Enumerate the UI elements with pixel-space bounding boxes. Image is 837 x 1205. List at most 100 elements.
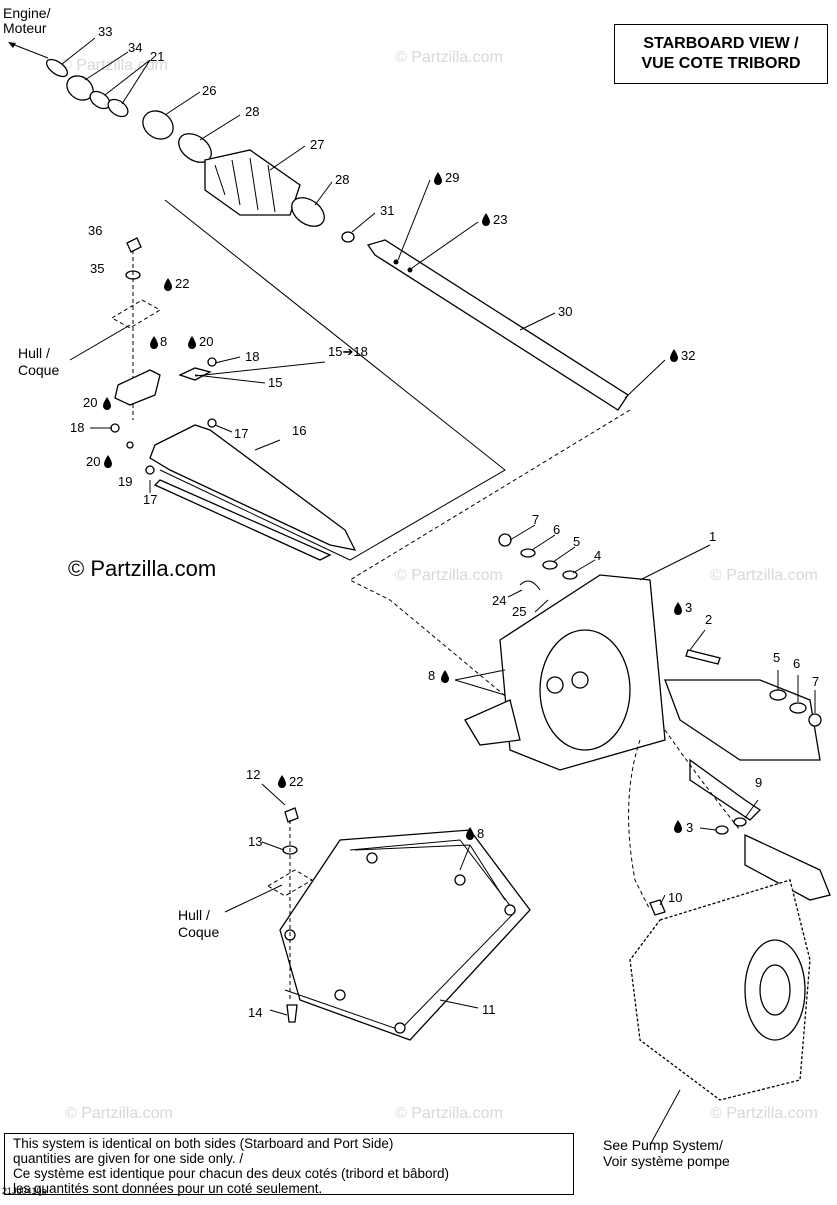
part-1-housing <box>454 524 822 821</box>
drive-shaft-assembly <box>45 58 629 411</box>
callout: 26 <box>202 83 216 98</box>
callout: 3 <box>685 600 692 615</box>
leader-lines <box>61 37 666 399</box>
callout: 15 <box>268 375 282 390</box>
part-bracket <box>114 369 161 406</box>
callout: 30 <box>558 304 572 319</box>
part-31-spacer <box>341 231 355 243</box>
callout: 14 <box>248 1005 262 1020</box>
watermarks: © Partzilla.com © Partzilla.com © Partzi… <box>60 49 818 1122</box>
part-5-washer <box>542 560 558 570</box>
callout: 2 <box>705 612 712 627</box>
callout: 23 <box>493 212 507 227</box>
callout: 5 <box>773 650 780 665</box>
part-3-washer <box>715 825 729 835</box>
bracket-assembly <box>69 199 506 561</box>
part-6-washer <box>789 702 807 714</box>
callout: 1 <box>709 529 716 544</box>
callout: 8 <box>477 826 484 841</box>
part-16-rail <box>149 424 357 551</box>
callout: 12 <box>246 767 260 782</box>
view-title-box: STARBOARD VIEW / VUE COTE TRIBORD <box>614 24 828 84</box>
callout: 19 <box>118 474 132 489</box>
callout: 22 <box>175 276 189 291</box>
callout: 25 <box>512 604 526 619</box>
watermark-text: © Partzilla.com <box>60 57 168 74</box>
callout: 7 <box>532 512 539 527</box>
part-24-clip <box>519 580 541 591</box>
callout: 18 <box>245 349 259 364</box>
connection-line <box>348 409 631 701</box>
hull-label-lower-line1: Hull / <box>178 907 210 923</box>
copyright-text: © Partzilla.com <box>68 556 217 581</box>
part-5-washer <box>769 689 787 701</box>
note-line: This system is identical on both sides (… <box>13 1136 394 1151</box>
part-33-circlip <box>45 58 69 78</box>
callout: 24 <box>492 593 506 608</box>
note-line: les quantités sont données pour un coté … <box>13 1181 323 1196</box>
engine-label-line2: Moteur <box>3 20 47 36</box>
pump-label-line1: See Pump System/ <box>603 1137 723 1153</box>
watermark-text: © Partzilla.com <box>395 49 503 66</box>
callout: 31 <box>380 203 394 218</box>
part-10-clip <box>649 899 666 916</box>
droplet-icon <box>670 349 678 362</box>
callout: 20 <box>86 454 100 469</box>
engine-label-line1: Engine/ <box>3 5 51 21</box>
part-14-screw <box>286 1004 298 1023</box>
callout: 22 <box>289 774 303 789</box>
watermark-text: © Partzilla.com <box>395 1105 503 1122</box>
callout: 6 <box>793 656 800 671</box>
callout: 8 <box>428 668 435 683</box>
bracket-right <box>664 679 821 761</box>
droplet-icon <box>104 455 112 468</box>
note-box: This system is identical on both sides (… <box>4 1133 574 1196</box>
engine-arrow <box>11 43 49 59</box>
callout: 18 <box>70 420 84 435</box>
callout: 17 <box>234 426 248 441</box>
callout: 29 <box>445 170 459 185</box>
droplet-icon <box>278 775 286 788</box>
part-30-drive-shaft <box>366 239 629 411</box>
callout: 4 <box>594 548 601 563</box>
pump-housing <box>628 729 831 1146</box>
pump-label-line2: Voir système pompe <box>603 1153 730 1169</box>
droplet-icon <box>482 213 490 226</box>
callout: 11 <box>482 1002 496 1017</box>
part-7-nut <box>498 533 512 547</box>
diagram-code: 21Jd0410a <box>2 1186 47 1196</box>
droplet-icon <box>103 397 111 410</box>
callout: 3 <box>686 820 693 835</box>
part-27-boot <box>204 149 301 216</box>
part-36-nut <box>126 237 142 253</box>
callout: 28 <box>335 172 349 187</box>
part-11-cover <box>224 783 531 1041</box>
part-16-rail-lower <box>153 479 332 561</box>
callout: 16 <box>292 423 306 438</box>
hull-label-upper-line1: Hull / <box>18 345 50 361</box>
part-26-bearing <box>142 110 174 140</box>
droplet-icon <box>150 336 158 349</box>
callout: 36 <box>88 223 102 238</box>
callout: 13 <box>248 834 262 849</box>
watermark-text: © Partzilla.com <box>395 567 503 584</box>
hull-label-upper-line2: Coque <box>18 362 59 378</box>
callout: 27 <box>310 137 324 152</box>
callout: 28 <box>245 104 259 119</box>
part-9-washer <box>733 817 747 827</box>
hull-label-lower-line2: Coque <box>178 924 219 940</box>
part-21-oring <box>107 98 129 118</box>
callout: 5 <box>573 534 580 549</box>
callout: 15➔18 <box>328 344 368 359</box>
lubricant-markers <box>103 172 682 840</box>
droplet-icon <box>188 336 196 349</box>
callout: 7 <box>812 674 819 689</box>
callout: 10 <box>668 890 682 905</box>
callout: 8 <box>160 334 167 349</box>
watermark-text: © Partzilla.com <box>65 1105 173 1122</box>
callout: 6 <box>553 522 560 537</box>
droplet-icon <box>466 827 474 840</box>
droplet-icon <box>441 670 449 683</box>
